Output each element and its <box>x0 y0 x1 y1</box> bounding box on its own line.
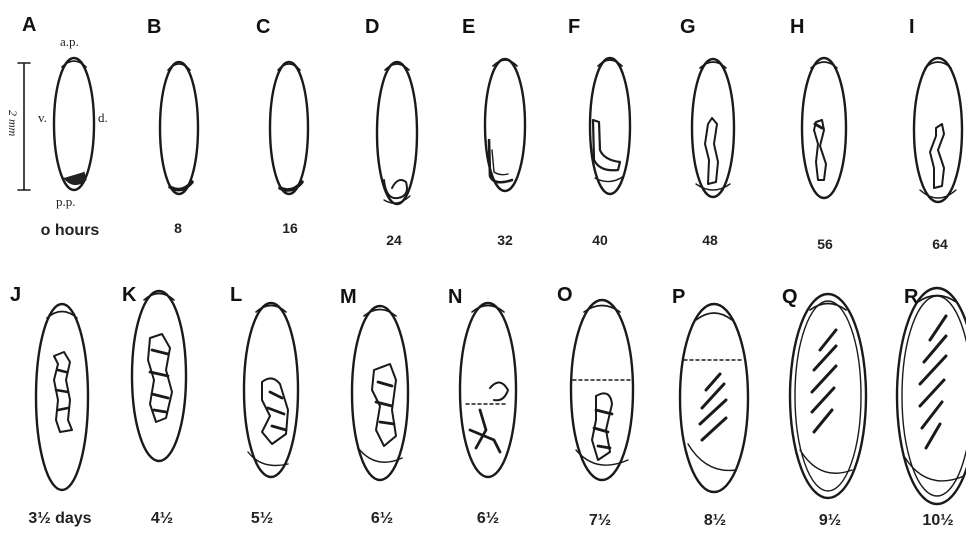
anterior-pole-label: a.p. <box>60 34 79 50</box>
panel-label-i: I <box>909 16 915 39</box>
egg-l <box>244 303 298 477</box>
time-caption-q: 9½ <box>819 512 841 530</box>
egg-b <box>160 62 198 194</box>
panel-label-l: L <box>230 284 242 307</box>
egg-g <box>692 59 734 197</box>
time-caption-k: 4½ <box>151 510 173 528</box>
posterior-pole-label: p.p. <box>56 194 76 210</box>
egg-d <box>377 62 417 204</box>
panel-label-p: P <box>672 286 685 309</box>
panel-label-q: Q <box>782 286 798 309</box>
time-caption-l: 5½ <box>251 510 273 528</box>
egg-p <box>680 304 748 492</box>
egg-r <box>897 288 966 504</box>
time-caption-o: 7½ <box>589 512 611 530</box>
time-caption-m: 6½ <box>371 510 393 528</box>
time-caption-r: 10½ <box>922 512 953 530</box>
panel-label-c: C <box>256 16 270 39</box>
time-caption-b: 8 <box>174 220 182 236</box>
ventral-label: v. <box>38 110 47 126</box>
egg-f <box>590 58 630 194</box>
egg-k <box>132 291 186 461</box>
egg-o <box>571 300 633 480</box>
panel-label-m: M <box>340 286 357 309</box>
dorsal-label: d. <box>98 110 108 126</box>
panel-label-o: O <box>557 284 573 307</box>
egg-a <box>54 58 94 190</box>
egg-j <box>36 304 88 490</box>
egg-h <box>802 58 846 198</box>
panel-label-g: G <box>680 16 696 39</box>
egg-m <box>352 306 408 480</box>
time-caption-f: 40 <box>592 232 608 248</box>
panel-label-e: E <box>462 16 475 39</box>
panel-label-a: A <box>22 14 36 37</box>
time-caption-d: 24 <box>386 232 402 248</box>
panel-label-d: D <box>365 16 379 39</box>
time-caption-a: o hours <box>41 222 100 240</box>
time-caption-h: 56 <box>817 236 833 252</box>
egg-q <box>790 294 866 498</box>
panel-label-h: H <box>790 16 804 39</box>
time-caption-e: 32 <box>497 232 513 248</box>
time-caption-g: 48 <box>702 232 718 248</box>
time-caption-j: 3½ days <box>28 510 91 528</box>
scale-bar-label: 2 mm <box>5 110 20 136</box>
panel-label-j: J <box>10 284 21 307</box>
egg-i <box>914 58 962 202</box>
egg-c <box>270 62 308 194</box>
panel-label-n: N <box>448 286 462 309</box>
egg-n <box>460 303 516 477</box>
panel-label-k: K <box>122 284 136 307</box>
time-caption-c: 16 <box>282 220 298 236</box>
time-caption-i: 64 <box>932 236 948 252</box>
time-caption-p: 8½ <box>704 512 726 530</box>
panel-label-r: R <box>904 286 918 309</box>
panel-label-f: F <box>568 16 580 39</box>
panel-label-b: B <box>147 16 161 39</box>
time-caption-n: 6½ <box>477 510 499 528</box>
egg-e <box>485 59 525 191</box>
